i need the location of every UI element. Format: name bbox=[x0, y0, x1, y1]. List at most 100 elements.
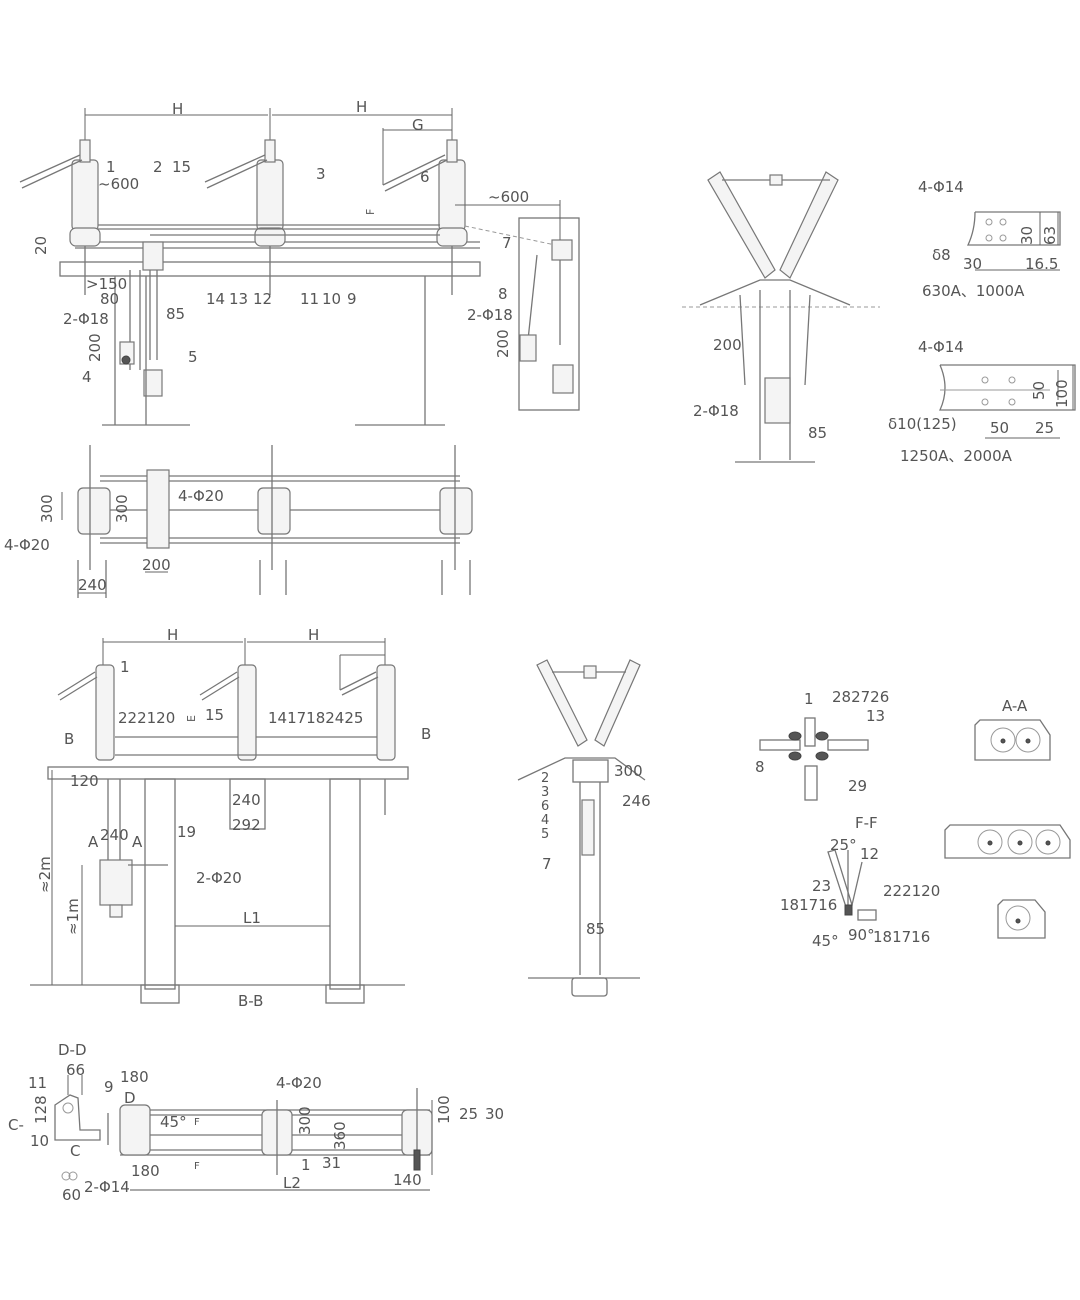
p-part-9: 9 bbox=[104, 1078, 114, 1096]
b-dim-1m: ≈1m bbox=[64, 898, 82, 935]
section-mark-d: D bbox=[124, 1089, 136, 1107]
part-8: 8 bbox=[498, 285, 508, 303]
s-part-3: 3 bbox=[541, 785, 550, 800]
b-dim-l1: L1 bbox=[243, 909, 261, 927]
part-12: 12 bbox=[253, 290, 273, 308]
terminal-1250-dim-50h: 50 bbox=[990, 419, 1010, 437]
d-part-282726: 282726 bbox=[832, 688, 890, 706]
terminal-pad-1250-2000 bbox=[938, 364, 1076, 439]
section-mark-c: C bbox=[70, 1142, 81, 1160]
dim-85: 85 bbox=[166, 305, 186, 323]
ff-part-222120: 222120 bbox=[883, 882, 941, 900]
ff-angle-25: 25° bbox=[830, 836, 857, 854]
b-dim-e: E bbox=[185, 715, 198, 722]
b-hole-2-phi20: 2-Φ20 bbox=[196, 869, 242, 887]
part-6: 6 bbox=[420, 168, 430, 186]
p-part-10: 10 bbox=[30, 1132, 50, 1150]
ff-part-181716-left: 181716 bbox=[780, 896, 838, 914]
section-mark-a-left: A bbox=[88, 833, 99, 851]
ff-part-12: 12 bbox=[860, 845, 880, 863]
dim-85-side: 85 bbox=[808, 424, 828, 442]
d-part-1: 1 bbox=[804, 690, 814, 708]
part-10: 10 bbox=[322, 290, 342, 308]
terminal-630-dim-30v: 30 bbox=[1018, 225, 1036, 245]
d-part-29: 29 bbox=[848, 777, 868, 795]
dim-20: 20 bbox=[32, 235, 50, 255]
part-2: 2 bbox=[153, 158, 163, 176]
p-dim-30: 30 bbox=[485, 1105, 505, 1123]
ff-angle-90: 90° bbox=[848, 926, 875, 944]
p-dim-100: 100 bbox=[435, 1095, 453, 1124]
dim-200-right: 200 bbox=[494, 329, 512, 358]
s-part-2: 2 bbox=[541, 771, 550, 786]
part-11: 11 bbox=[300, 290, 320, 308]
b-dim-240-left: 240 bbox=[100, 826, 129, 844]
part-13: 13 bbox=[229, 290, 249, 308]
p-dim-l2: L2 bbox=[283, 1174, 301, 1192]
p-hole-4-phi20: 4-Φ20 bbox=[276, 1074, 322, 1092]
part-3: 3 bbox=[316, 165, 326, 183]
section-aa bbox=[944, 719, 1071, 939]
terminal-1250-dim-100: 100 bbox=[1053, 379, 1071, 408]
terminal-630-caption: 630A、1000A bbox=[922, 282, 1025, 300]
b-part-19: 19 bbox=[177, 823, 197, 841]
terminal-630-holes: 4-Φ14 bbox=[918, 178, 964, 196]
p-dim-66: 66 bbox=[66, 1061, 86, 1079]
side-view-top bbox=[682, 171, 880, 463]
hole-2-phi18-left: 2-Φ18 bbox=[63, 310, 109, 328]
p-part-31: 31 bbox=[322, 1154, 342, 1172]
plan-view-bottom bbox=[54, 1075, 433, 1191]
b-part-15: 15 bbox=[205, 706, 225, 724]
terminal-630-dim-30h: 30 bbox=[963, 255, 983, 273]
dim-g: G bbox=[412, 116, 424, 134]
plan-dim-300-mid: 300 bbox=[113, 494, 131, 523]
section-mark-b-right: B bbox=[421, 725, 432, 743]
b-dim-292: 292 bbox=[232, 816, 261, 834]
p-dim-60: 60 bbox=[62, 1186, 82, 1204]
dim-600-left: ~600 bbox=[98, 175, 140, 193]
terminal-1250-dim-50v: 50 bbox=[1030, 380, 1048, 400]
terminal-1250-thickness: δ10(125) bbox=[888, 415, 957, 433]
dim-600-right: ~600 bbox=[488, 188, 530, 206]
part-9: 9 bbox=[347, 290, 357, 308]
part-7: 7 bbox=[502, 234, 512, 252]
plan-dim-300-left: 300 bbox=[38, 494, 56, 523]
ff-angle-45: 45° bbox=[812, 932, 839, 950]
p-part-1: 1 bbox=[301, 1156, 311, 1174]
section-title-a-a: A-A bbox=[1002, 697, 1028, 715]
section-mark-c-left: C- bbox=[8, 1116, 24, 1134]
section-title-f-f: F-F bbox=[855, 814, 878, 832]
plan-dim-200: 200 bbox=[142, 556, 171, 574]
p-dim-180-top: 180 bbox=[120, 1068, 149, 1086]
b-dim-h-1: H bbox=[167, 626, 179, 644]
terminal-630-thickness: δ8 bbox=[932, 246, 951, 264]
section-mark-f-top: F bbox=[194, 1117, 200, 1128]
section-mark-b-left: B bbox=[64, 730, 75, 748]
b-dim-2m: ≈2m bbox=[36, 856, 54, 893]
b-part-1: 1 bbox=[120, 658, 130, 676]
b-part-1417182425: 1417182425 bbox=[268, 709, 364, 727]
terminal-630-dim-63: 63 bbox=[1041, 225, 1059, 245]
ff-part-23: 23 bbox=[812, 877, 832, 895]
b-dim-120: 120 bbox=[70, 772, 99, 790]
d-part-8: 8 bbox=[755, 758, 765, 776]
section-mark-a-right: A bbox=[132, 833, 143, 851]
s-part-7: 7 bbox=[542, 855, 552, 873]
d-part-13: 13 bbox=[866, 707, 886, 725]
dim-200-side: 200 bbox=[713, 336, 742, 354]
dim-f: F bbox=[364, 208, 377, 215]
p-dim-300: 300 bbox=[296, 1106, 314, 1135]
s-part-5: 5 bbox=[541, 827, 550, 842]
terminal-630-dim-16-5: 16.5 bbox=[1025, 255, 1059, 273]
s-dim-85: 85 bbox=[586, 920, 606, 938]
section-caption-b-b: B-B bbox=[238, 992, 264, 1010]
s-dim-246: 246 bbox=[622, 792, 651, 810]
detail-top bbox=[759, 717, 869, 801]
terminal-1250-caption: 1250A、2000A bbox=[900, 447, 1012, 465]
dim-150: >150 bbox=[86, 275, 128, 293]
ff-part-181716-right: 181716 bbox=[873, 928, 931, 946]
front-view-bottom bbox=[30, 638, 409, 1004]
dim-200-left: 200 bbox=[86, 333, 104, 362]
dim-h-2: H bbox=[356, 98, 368, 116]
